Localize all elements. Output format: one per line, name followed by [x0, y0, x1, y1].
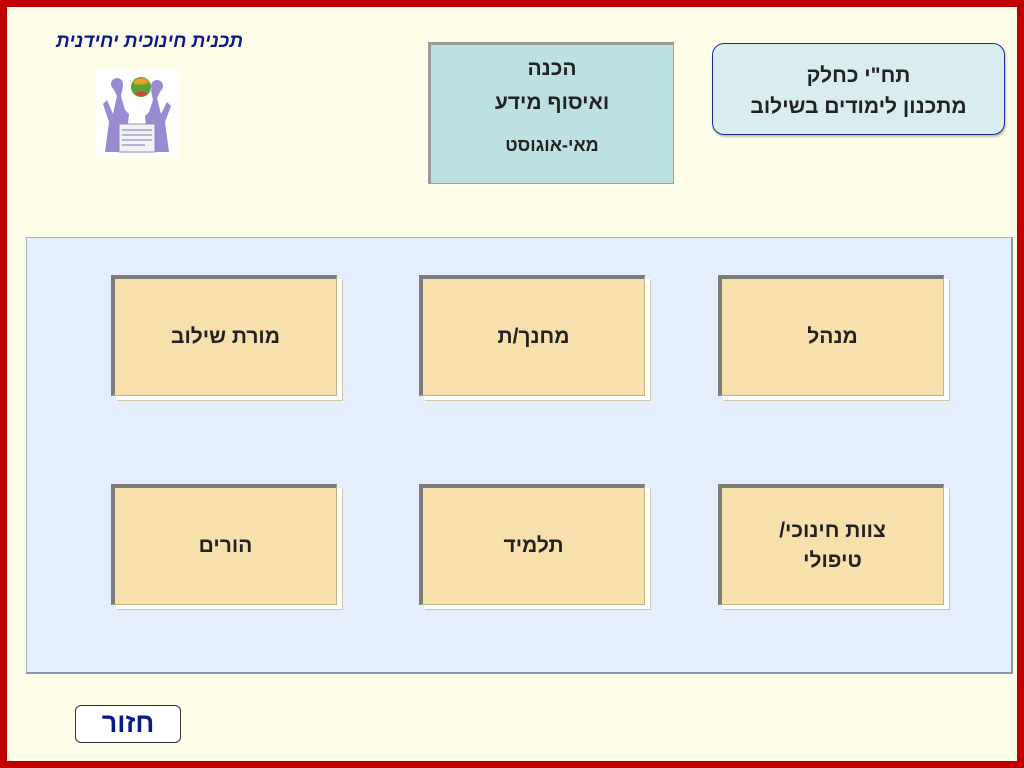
card-team[interactable]: צוות חינוכי/ טיפולי — [718, 484, 944, 605]
card-student[interactable]: תלמיד — [419, 484, 645, 605]
card-student-label: תלמיד — [503, 534, 564, 557]
card-educator[interactable]: מחנך/ת — [419, 275, 645, 396]
program-title: תכנית חינוכית יחידנית — [56, 31, 243, 52]
card-integration-teacher[interactable]: מורת שילוב — [111, 275, 337, 396]
card-integration-teacher-label: מורת שילוב — [171, 325, 280, 348]
preparation-period: מאי-אוגוסט — [505, 135, 599, 155]
card-team-label: צוות חינוכי/ טיפולי — [779, 519, 886, 572]
plan-box[interactable]: תח"י כחלק מתכנון לימודים בשילוב — [712, 43, 1005, 135]
card-educator-label: מחנך/ת — [497, 325, 570, 348]
preparation-subtitle: ואיסוף מידע — [494, 91, 610, 114]
preparation-box[interactable]: הכנה ואיסוף מידע מאי-אוגוסט — [428, 42, 674, 184]
card-parents[interactable]: הורים — [111, 484, 337, 605]
card-parents-label: הורים — [198, 534, 253, 557]
plan-title: תח"י כחלק — [806, 64, 911, 87]
back-button[interactable]: חזור — [75, 705, 181, 743]
plan-subtitle: מתכנון לימודים בשילוב — [750, 95, 967, 118]
card-principal-label: מנהל — [807, 325, 858, 348]
logo-icon — [95, 70, 179, 158]
card-principal[interactable]: מנהל — [718, 275, 944, 396]
preparation-title: הכנה — [527, 57, 577, 80]
